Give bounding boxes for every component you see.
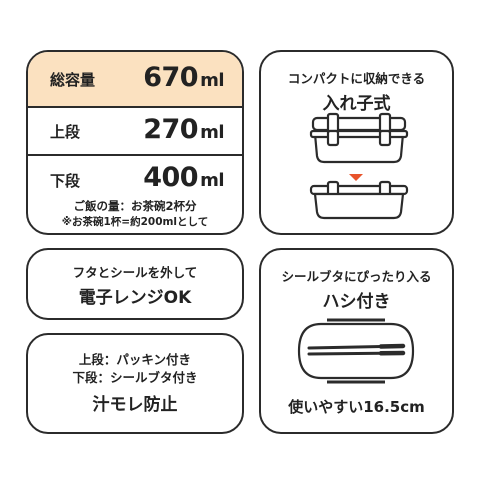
microwave-title: 電子レンジOK [78, 288, 192, 308]
divider [28, 106, 242, 108]
leakproof-card: 上段：パッキン付き 下段：シールブタ付き 汁モレ防止 [26, 333, 244, 434]
upper-label: 上段 [50, 123, 81, 141]
divider [28, 154, 242, 156]
chopsticks-length: 使いやすい16.5cm [288, 398, 425, 416]
nesting-caption: コンパクトに収納できる [287, 71, 426, 86]
upper-packing-note: 上段：パッキン付き [78, 352, 192, 367]
lower-seal-lid-note: 下段：シールブタ付き [72, 370, 198, 385]
microwave-card: フタとシールを外して 電子レンジOK [26, 248, 244, 320]
chopsticks-in-lid-icon [297, 318, 415, 384]
chopsticks-title: ハシ付き [322, 292, 391, 312]
chopsticks-card: シールブタにぴったり入る ハシ付き 使いやすい16.5cm [259, 248, 454, 434]
chopsticks-caption: シールブタにぴったり入る [281, 269, 432, 284]
arrow-down-icon [349, 174, 363, 181]
nesting-title: 入れ子式 [322, 94, 391, 114]
leakproof-title: 汁モレ防止 [92, 395, 178, 415]
nested-boxes-icon [309, 112, 409, 220]
total-label: 総容量 [50, 71, 96, 89]
lower-label: 下段 [50, 172, 81, 190]
microwave-note: フタとシールを外して [72, 265, 198, 280]
bowl-volume-note: ※お茶碗1杯=約200mlとして [61, 216, 209, 228]
rice-amount-note: ご飯の量：お茶碗2杯分 [73, 199, 197, 213]
nesting-card: コンパクトに収納できる 入れ子式 [259, 50, 454, 235]
